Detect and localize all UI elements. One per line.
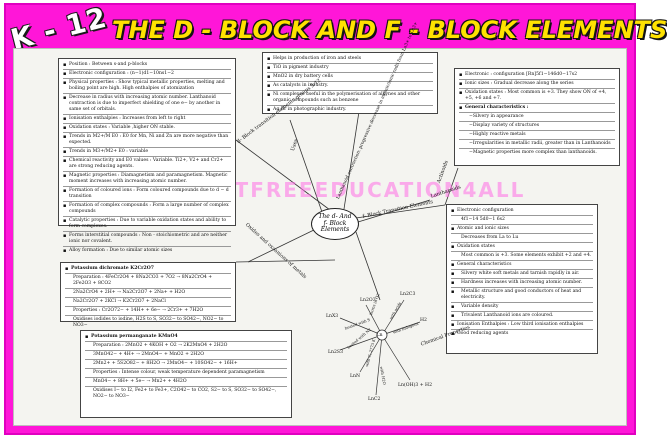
list-item: Decrease in radius with increasing atomi…: [63, 95, 231, 115]
list-item: Catalytic properties : Due to variable o…: [63, 218, 231, 232]
list-item: Magnetic properties : Diamagnetism and p…: [63, 173, 231, 187]
list-item: Most common is +3. Some elements exhibit…: [451, 253, 593, 261]
central-topic-line: f- Block: [323, 219, 347, 227]
lanthanoids-box: Electronic configuration 4f1−14 5d0−1 6s…: [446, 204, 598, 354]
list-item: Silvery white soft metals and tarnish ra…: [451, 271, 593, 279]
dichromate-box: Potassium dichromate K2Cr2O7 Preparation…: [60, 262, 236, 328]
list-item: MnO4− + 8H+ + 5e− → Mn2+ + 4H2O: [85, 379, 287, 387]
list-item: Formation of complex compounds : Form a …: [63, 203, 231, 217]
reaction-product: Ln2O3: [360, 298, 376, 303]
list-item: Hardness increases with increasing atomi…: [451, 280, 593, 288]
list-item: Preparation : 4FeCr2O4 + 8Na2CO3 + 7O2 →…: [65, 275, 231, 289]
list-item: Forms interstitial compounds : Non - sto…: [63, 233, 231, 247]
list-item: Oxidation states : Variable ,higher ON s…: [63, 125, 231, 133]
list-item: 3MnO42− + 4H+ → 2MnO4− + MnO2 + 2H2O: [85, 352, 287, 360]
list-item: Decreases from La to Lu: [451, 235, 593, 243]
list-item: Trivalent Lanthanoid ions are coloured.: [451, 313, 593, 321]
central-topic-line: The d- And: [318, 213, 352, 220]
reaction-product: H2: [420, 318, 427, 323]
list-item: General characteristics :: [459, 105, 615, 113]
central-topic-node: The d- And f- Block Elements: [311, 208, 359, 240]
list-item: −Magnetic properties more complex than l…: [469, 150, 597, 155]
list-item: General characteristics: [451, 262, 593, 270]
list-item: Properties : Intense colour, weak temper…: [85, 370, 287, 378]
list-item: TiO in pigment industry: [267, 65, 433, 73]
list-item: Electronic : configuration [Rn]5f1−146d0…: [459, 72, 615, 80]
reaction-product: LnC2: [368, 397, 381, 402]
central-topic-line: Elements: [320, 226, 350, 234]
list-item: −Silvery in appearance: [459, 114, 615, 122]
list-item: Trends in M2+/M E0 : E0 for Mn, Ni and Z…: [63, 134, 231, 148]
list-item: −Display variety of structures: [459, 123, 615, 131]
reaction-product: Ln2S3: [328, 350, 344, 355]
page-title: THE D - BLOCK AND F - BLOCK ELEMENTS: [112, 16, 667, 44]
list-item: Ionisation enthalpies : Increases from l…: [63, 116, 231, 124]
list-item: Potassium permanganate KMnO4: [85, 334, 287, 342]
list-item: Properties : Cr2O72− + 14H+ + 6e− → 2Cr3…: [65, 308, 231, 316]
d-block-properties-box: Position : Between s-and p-blocks Electr…: [58, 58, 236, 254]
connector-lines: [235, 104, 459, 396]
list-item: Ni complexes useful in the polymerisatio…: [267, 92, 433, 106]
list-item: −Irregularities in metallic radii, great…: [459, 141, 615, 149]
list-item: 2Mn2+ + 5S2O82− + 8H2O → 2MnO4− + 10SO42…: [85, 361, 287, 369]
list-item: 4f1−14 5d0−1 6s2: [451, 217, 593, 225]
reaction-product: LnX3: [326, 314, 339, 319]
reaction-product: Ln2C3: [400, 292, 416, 297]
list-item: Variable density: [451, 304, 593, 312]
list-item: MnO2 in dry battery cells: [267, 74, 433, 82]
reaction-spokes: [339, 299, 421, 396]
list-item: Position : Between s-and p-blocks: [63, 62, 231, 70]
list-item: Oxidation states: [451, 244, 593, 252]
list-item: Na2Cr2O7 + 2KCl → K2Cr2O7 + 2NaCl: [65, 299, 231, 307]
list-item: Electronic configuration : (n−1)d1−10ns1…: [63, 71, 231, 79]
list-item: Oxidises iodides to iodine, H2S to S, SO…: [73, 317, 224, 328]
list-item: Metallic structure and good conductors o…: [451, 289, 593, 303]
list-item: Trends in M3+/M2+ E0 : variable: [63, 149, 231, 157]
list-item: Ag Br in photographic industry.: [267, 107, 433, 114]
list-item: Potassium dichromate K2Cr2O7: [65, 266, 231, 274]
list-item: Helps in production of iron and steels: [267, 56, 433, 64]
list-item: Good reducing agents: [451, 331, 593, 338]
list-item: Electronic configuration: [451, 208, 593, 216]
uses-box: Helps in production of iron and steels T…: [262, 52, 438, 114]
list-item: Physical properties : Show typical metal…: [63, 80, 231, 94]
list-item: As catalysts in industry.: [267, 83, 433, 91]
list-item: Chemical reactivity and E0 values : Vari…: [63, 158, 231, 172]
reaction-product: Ln(OH)3 + H2: [398, 383, 432, 388]
permanganate-box: Potassium permanganate KMnO4 Preparation…: [80, 330, 292, 418]
actinoids-box: Electronic : configuration [Rn]5f1−146d0…: [454, 68, 620, 166]
list-item: −Highly reactive metals: [459, 132, 615, 140]
reaction-center-label: Ln: [376, 332, 383, 338]
list-item: Atomic and ionic sizes: [451, 226, 593, 234]
list-item: Alloy formation : Due to similar atomic …: [63, 248, 231, 255]
list-item: Preparation : 2MnO2 + 4KOH + O2 → 2K2MnO…: [85, 343, 287, 351]
list-item: Ionisation Enthalpies : Low third ionisa…: [451, 322, 593, 330]
list-item: Formation of coloured ions : Form colour…: [63, 188, 231, 202]
list-item: Ionic sizes : Gradual decrease along the…: [459, 81, 615, 89]
list-item: 2Na2CrO4 + 2H+ → Na2Cr2O7 + 2Na+ + H2O: [65, 290, 231, 298]
reaction-product: LnN: [350, 374, 361, 379]
list-item: Oxidises I− to I2, Fe2+ to Fe3+, C2O42− …: [93, 388, 277, 399]
list-item: Oxidation states : Most common is +3. Th…: [459, 90, 615, 104]
